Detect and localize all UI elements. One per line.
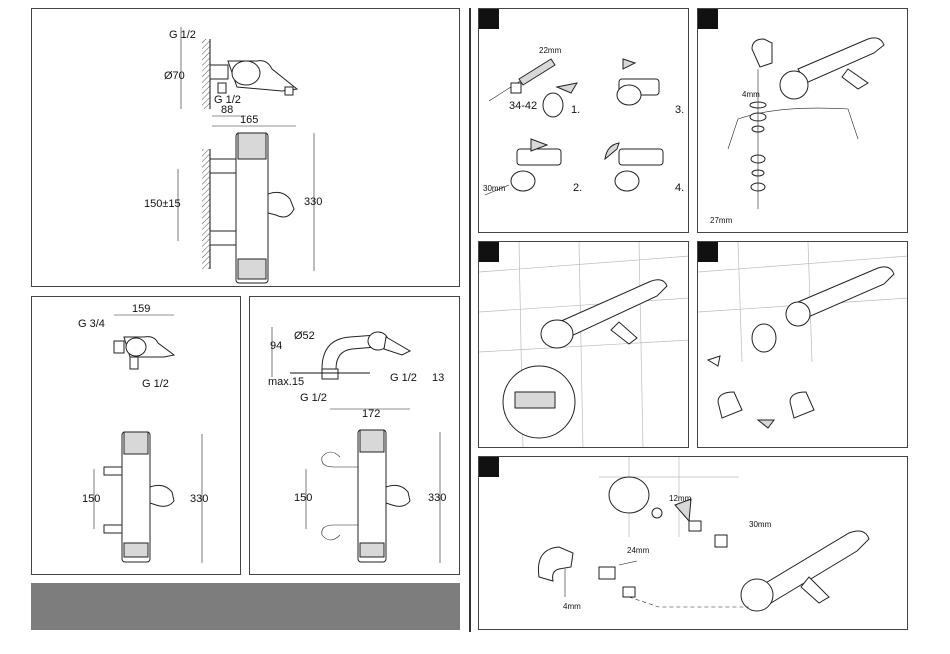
dim-diameter-70: Ø70 xyxy=(164,70,185,82)
step-panel-5: 12mm 30mm 4mm 24mm xyxy=(478,456,908,630)
step1-drawing: 22mm 34-42 1. 3. 30mm 2. 4. xyxy=(479,9,689,233)
step1-34-42: 34-42 xyxy=(509,100,537,112)
dim-150-15: 150±15 xyxy=(144,198,181,210)
step1-n2: 2. xyxy=(573,182,582,194)
step5-30mm: 30mm xyxy=(749,520,772,529)
step-panel-1: 22mm 34-42 1. 3. 30mm 2. 4. xyxy=(478,8,689,233)
step1-22mm: 22mm xyxy=(539,46,562,55)
step2-4mm: 4mm xyxy=(742,90,760,99)
dim-330-side: 330 xyxy=(190,493,208,505)
dim-g-half-top: G 1/2 xyxy=(169,29,196,41)
step-panel-2: 4mm 27mm xyxy=(697,8,908,233)
dim-diameter-52: Ø52 xyxy=(294,330,315,342)
step5-drawing: 12mm 30mm 4mm 24mm xyxy=(479,457,908,630)
step4-drawing xyxy=(698,242,908,448)
dim-150-deck: 150 xyxy=(294,492,312,504)
dimension-panel-side: 159 G 3/4 G 1/2 150 330 xyxy=(31,296,241,575)
dim-150-side: 150 xyxy=(82,493,100,505)
footer-gray-bar xyxy=(31,583,460,630)
step2-27mm: 27mm xyxy=(710,216,733,225)
dim-330-deck: 330 xyxy=(428,492,446,504)
dimension-panel-deck: Ø52 94 max.15 G 1/2 13 G 1/2 172 150 330 xyxy=(249,296,460,575)
dim-g-half-right: G 1/2 xyxy=(390,372,417,384)
step1-n1: 1. xyxy=(571,104,580,116)
step2-drawing: 4mm 27mm xyxy=(698,9,908,233)
step1-n4: 4. xyxy=(675,182,684,194)
step1-30mm: 30mm xyxy=(483,184,506,193)
column-separator xyxy=(469,8,471,632)
deck-dimension-drawing: Ø52 94 max.15 G 1/2 13 G 1/2 172 150 330 xyxy=(250,297,460,575)
dim-max-15: max.15 xyxy=(268,376,304,388)
dim-159: 159 xyxy=(132,303,150,315)
step3-drawing xyxy=(479,242,689,448)
dimension-panel-wall-mount: G 1/2 Ø70 G 1/2 88 165 150±15 330 xyxy=(31,8,460,287)
step-panel-4 xyxy=(697,241,908,448)
step-panel-3 xyxy=(478,241,689,448)
dim-165: 165 xyxy=(240,114,258,126)
dim-g-3-4: G 3/4 xyxy=(78,318,105,330)
dim-172: 172 xyxy=(362,408,380,420)
dim-13: 13 xyxy=(432,372,444,384)
step5-4mm: 4mm xyxy=(563,602,581,611)
step1-n3: 3. xyxy=(675,104,684,116)
step5-24mm: 24mm xyxy=(627,546,650,555)
side-dimension-drawing: 159 G 3/4 G 1/2 150 330 xyxy=(32,297,241,575)
dim-g-half-deck: G 1/2 xyxy=(300,392,327,404)
dim-330-top: 330 xyxy=(304,196,322,208)
step5-12mm: 12mm xyxy=(669,494,692,503)
dim-g-half-side: G 1/2 xyxy=(142,378,169,390)
dim-88: 88 xyxy=(221,104,233,116)
wall-mount-drawing: G 1/2 Ø70 G 1/2 88 165 150±15 330 xyxy=(32,9,460,287)
